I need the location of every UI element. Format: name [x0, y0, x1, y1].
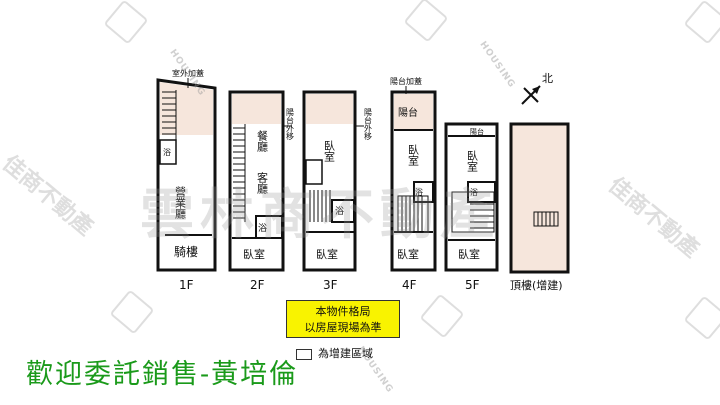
- floor-4f: 陽台加蓋 陽台 臥室 浴 臥室 4F: [390, 76, 437, 292]
- floor-1f-label: 1F: [179, 278, 194, 292]
- floor-5f: 陽台 臥室 浴 臥室 5F: [444, 122, 499, 292]
- legend: 為增建區域: [296, 345, 373, 361]
- floor-5f-bedroom1-label: 臥室: [466, 150, 479, 172]
- legend-label: 為增建區域: [318, 347, 373, 360]
- floor-rooftop-outline: [509, 122, 570, 274]
- floor-1f-outline: [156, 78, 217, 272]
- floor-4f-balcony-label: 陽台: [398, 106, 418, 119]
- floor-4f-annotation: 陽台加蓋: [390, 76, 422, 86]
- watermark-main: 雲林商不動產: [140, 183, 500, 246]
- floor-4f-bedroom2-label: 臥室: [397, 247, 419, 261]
- floor-3f-outline: [302, 90, 357, 272]
- notice-box: 本物件格局 以房屋現場為準: [286, 300, 400, 338]
- floor-4f-label: 4F: [402, 278, 417, 292]
- floor-1f: 室外加蓋 浴 營業廳 騎樓 1F: [156, 68, 217, 292]
- compass-cross-line: [523, 87, 539, 103]
- floor-3f-label: 3F: [323, 278, 338, 292]
- floor-rooftop-stairs: [533, 211, 559, 227]
- floor-2f-living-label: 客廳: [256, 171, 269, 195]
- compass-north-label: 北: [542, 72, 553, 85]
- notice-line-2: 以房屋現場為準: [304, 321, 382, 334]
- floor-3f-upper-stairs: [305, 159, 323, 185]
- floor-3f-annotation: 陽台外移: [364, 108, 373, 141]
- floor-1f-arcade-label: 騎樓: [174, 244, 198, 259]
- notice-line-1: 本物件格局: [315, 305, 371, 318]
- floor-2f-bedroom-label: 臥室: [243, 247, 265, 261]
- floor-rooftop-label: 頂樓(增建): [510, 278, 563, 292]
- floor-1f-hall-label: 營業廳: [174, 186, 187, 220]
- floor-3f-bath: [331, 199, 355, 223]
- floor-1f-stairs: [162, 90, 177, 140]
- compass-arrowhead-icon: [532, 86, 540, 94]
- floor-2f: 陽台外移 餐廳 客廳 浴 臥室 2F: [228, 90, 295, 292]
- floor-5f-bedroom2-label: 臥室: [458, 247, 480, 261]
- floor-4f-addition-area: [394, 94, 433, 130]
- floor-5f-balcony-label: 陽台: [470, 127, 484, 136]
- floor-5f-stairs: [451, 191, 495, 233]
- floor-4f-stairs: [397, 195, 429, 233]
- floor-2f-label: 2F: [250, 278, 265, 292]
- floor-4f-bedroom1-label: 臥室: [407, 144, 420, 166]
- floor-1f-annotation: 室外加蓋: [172, 68, 204, 78]
- floor-4f-bath-label: 浴: [415, 187, 423, 197]
- floor-3f-bath-label: 浴: [335, 206, 344, 217]
- floor-1f-bath-label: 浴: [163, 147, 171, 157]
- floor-rooftop: 頂樓(增建): [509, 122, 570, 292]
- floor-5f-label: 5F: [465, 278, 480, 292]
- floor-4f-bath: [413, 181, 434, 203]
- floor-2f-stairs: [233, 124, 246, 222]
- floor-3f-bedroom2-label: 臥室: [316, 247, 338, 261]
- floor-3f-bedroom1-label: 臥室: [323, 140, 336, 162]
- floor-3f-addition-area: [306, 94, 353, 124]
- floor-2f-outline: [228, 90, 285, 272]
- floor-1f-bath: [159, 139, 177, 165]
- legend-swatch: [296, 348, 312, 360]
- floor-3f: 陽台外移 臥室 浴 臥室 3F: [302, 90, 373, 292]
- floor-4f-outline: [390, 90, 437, 272]
- floor-5f-bath-label: 浴: [470, 187, 478, 197]
- floor-2f-dining-label: 餐廳: [256, 129, 269, 153]
- floor-2f-annotation: 陽台外移: [286, 108, 295, 141]
- floor-2f-bath-label: 浴: [258, 223, 267, 234]
- compass: 北: [521, 72, 553, 105]
- agent-text: 歡迎委託銷售-黃培倫: [26, 359, 299, 390]
- floor-5f-outline: [444, 122, 499, 272]
- floor-2f-addition-area: [232, 94, 281, 124]
- floor-3f-stairs: [309, 190, 331, 222]
